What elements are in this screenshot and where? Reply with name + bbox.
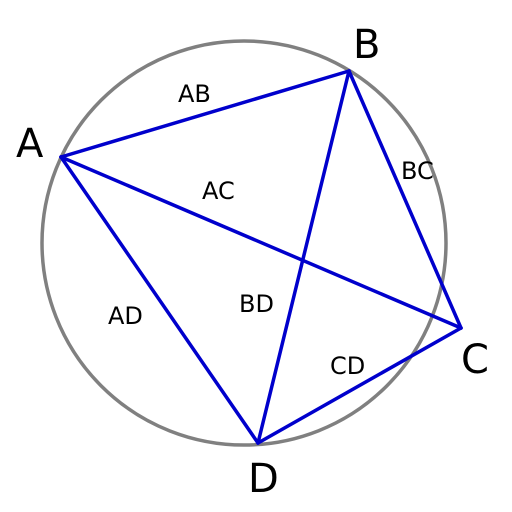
edge-label-bd: BD — [239, 290, 274, 318]
diagonal-bd — [256, 69, 351, 445]
edge-bc — [347, 69, 463, 330]
diagonal-ac — [59, 155, 463, 330]
edge-label-cd: CD — [330, 352, 365, 380]
edge-cd — [256, 326, 463, 445]
edge-label-ac: AC — [202, 177, 235, 205]
edge-label-bc: BC — [401, 157, 434, 185]
vertex-label-d: D — [248, 456, 279, 502]
vertex-label-a: A — [16, 121, 44, 167]
edge-label-ab: AB — [178, 80, 211, 108]
circumcircle — [40, 39, 448, 447]
edge-ad — [59, 155, 260, 445]
edge-ab — [59, 69, 351, 159]
edge-label-ad: AD — [108, 302, 143, 330]
vertex-label-c: C — [461, 337, 489, 383]
vertex-label-b: B — [353, 22, 380, 68]
